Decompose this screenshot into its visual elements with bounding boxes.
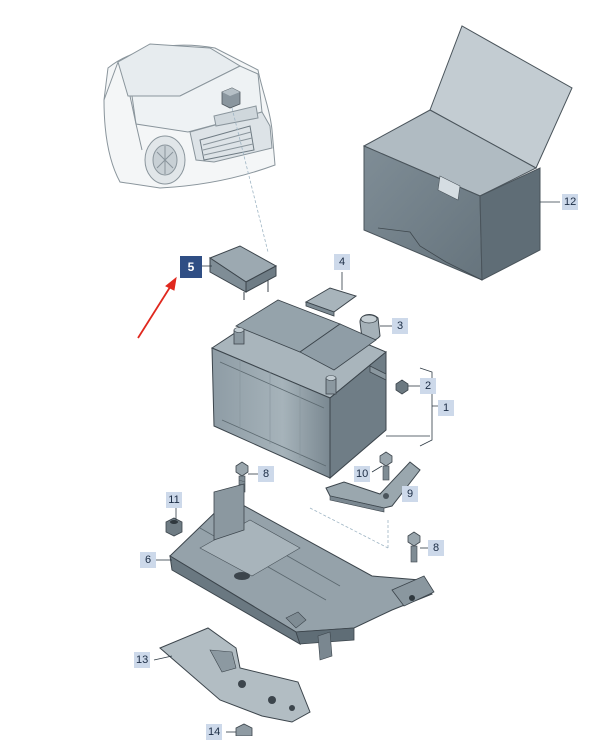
leader-line-dashed-tray (309, 507, 389, 549)
nut-part-14 (235, 723, 253, 736)
bolt-part-2 (395, 379, 409, 395)
callout-13[interactable]: 13 (134, 652, 151, 668)
callout-6[interactable]: 6 (140, 552, 156, 568)
plate-part-4 (304, 287, 358, 317)
callout-14[interactable]: 14 (206, 724, 223, 740)
callout-4[interactable]: 4 (334, 254, 350, 270)
clamp-part-9 (325, 461, 421, 513)
callout-3[interactable]: 3 (392, 318, 408, 334)
battery-tray-part-6 (169, 483, 435, 661)
battery-box-part-12 (362, 25, 573, 281)
control-unit-location-marker (221, 87, 241, 109)
highlight-arrow (137, 276, 177, 339)
callout-9[interactable]: 9 (402, 486, 418, 502)
bolt-part-8-lower (407, 531, 421, 563)
callout-5-selected[interactable]: 5 (180, 256, 202, 278)
bolt-part-10 (379, 451, 393, 481)
battery-part-1 (210, 299, 387, 480)
nut-part-11 (165, 517, 183, 537)
mounting-plate-part-13 (159, 627, 311, 723)
callout-12[interactable]: 12 (562, 194, 579, 210)
callout-1[interactable]: 1 (438, 400, 454, 416)
callout-8-upper[interactable]: 8 (258, 466, 274, 482)
cover-part-5 (208, 245, 278, 300)
vehicle-front-drawing (103, 43, 276, 189)
callout-10[interactable]: 10 (354, 466, 371, 482)
callout-2[interactable]: 2 (420, 378, 436, 394)
callout-leader-lines (153, 201, 560, 733)
callout-11[interactable]: 11 (166, 492, 182, 508)
callout-8-lower[interactable]: 8 (428, 540, 444, 556)
